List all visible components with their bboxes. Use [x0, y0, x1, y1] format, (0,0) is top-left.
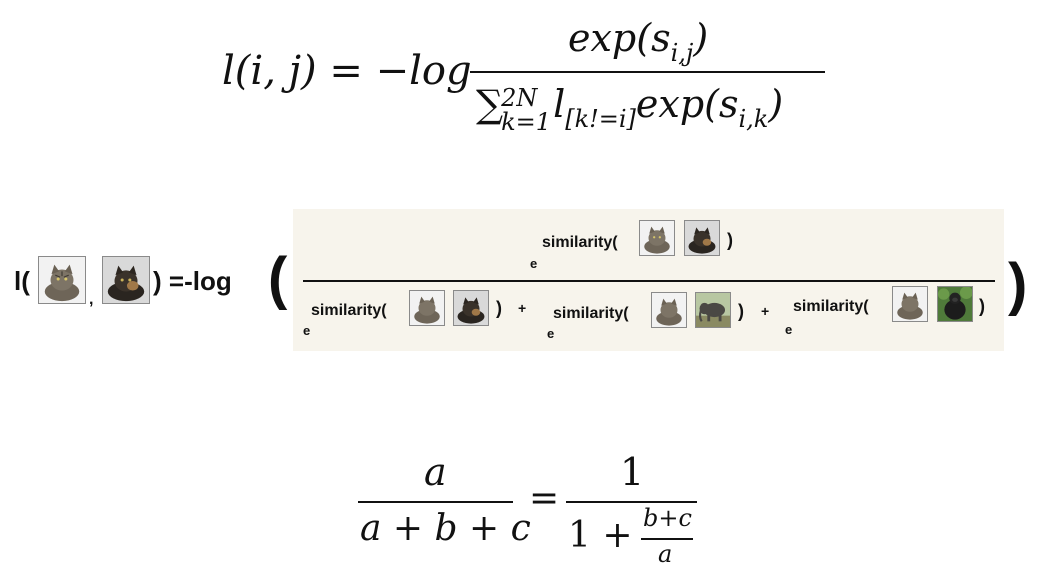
eq3-equals: =	[529, 478, 560, 519]
eq1-indicator-sub: [k!=i]	[565, 105, 636, 133]
eq3-lhs-denominator: a + b + c	[360, 508, 531, 549]
eq2-den1-similarity: similarity(	[311, 302, 387, 319]
eq2-fraction-bar	[303, 280, 995, 282]
cat-image	[651, 292, 687, 328]
eq2-paren-open: (	[268, 246, 288, 311]
eq2-num-close: )	[727, 230, 733, 250]
eq2-paren-close: )	[1008, 252, 1028, 317]
eq1-num-func: exp(s	[568, 16, 671, 60]
eq3-rhs-bar	[566, 501, 697, 503]
eq3-lhs-bar	[358, 501, 513, 503]
eq2-den1-close: )	[496, 298, 502, 318]
cat-image	[892, 286, 928, 322]
cat-dark-image	[102, 256, 150, 304]
eq1-sum-upper: 2N	[501, 83, 538, 112]
eq2-den3-close: )	[979, 296, 985, 316]
eq1-numerator: exp(si,j)	[568, 16, 708, 67]
eq2-num-e: e	[530, 256, 538, 271]
eq2-plus-1: +	[518, 300, 527, 316]
eq3-rhs-denominator-lead: 1 +	[568, 515, 633, 556]
eq3-lhs-numerator: a	[424, 450, 447, 494]
eq2-lhs-close: ) =-log	[153, 266, 232, 296]
eq2-lhs-comma: ,	[89, 291, 94, 308]
eq2-num-similarity: similarity(	[542, 234, 618, 251]
eq1-num-sub: i,j	[670, 39, 694, 67]
cat-image	[639, 220, 675, 256]
eq1-den-func: exp(s	[635, 82, 739, 126]
eq2-den1-e: e	[303, 323, 311, 338]
cat-dark-image	[684, 220, 720, 256]
eq2-den3-e: e	[785, 322, 793, 337]
eq1-indicator: l	[553, 82, 566, 126]
eq3-rhs-numerator: 1	[620, 450, 645, 494]
eq1-sum-symbol: ∑	[476, 82, 504, 126]
gorilla-image	[937, 286, 973, 322]
eq2-den2-close: )	[738, 301, 744, 321]
eq2-den2-e: e	[547, 326, 555, 341]
cat-image	[38, 256, 86, 304]
eq2-plus-2: +	[761, 303, 770, 319]
eq3-inner-numerator: b+c	[643, 504, 692, 532]
eq1-den-sub: i,k	[738, 105, 769, 133]
eq2-den3-similarity: similarity(	[793, 298, 869, 315]
eq2-den2-similarity: similarity(	[553, 305, 629, 322]
eq1-lhs: l(i, j) = −log	[222, 48, 472, 94]
eq2-lhs-open: l(	[14, 266, 30, 296]
eq1-fraction-bar	[470, 71, 825, 73]
eq1-num-close: )	[693, 16, 709, 60]
cat-dark-image	[453, 290, 489, 326]
eq3-inner-denominator: a	[658, 540, 673, 568]
elephant-image	[695, 292, 731, 328]
cat-image	[409, 290, 445, 326]
eq1-sum-lower: k=1	[501, 107, 552, 136]
eq1-den-close: )	[768, 82, 784, 126]
eq3-inner-bar	[641, 538, 693, 540]
